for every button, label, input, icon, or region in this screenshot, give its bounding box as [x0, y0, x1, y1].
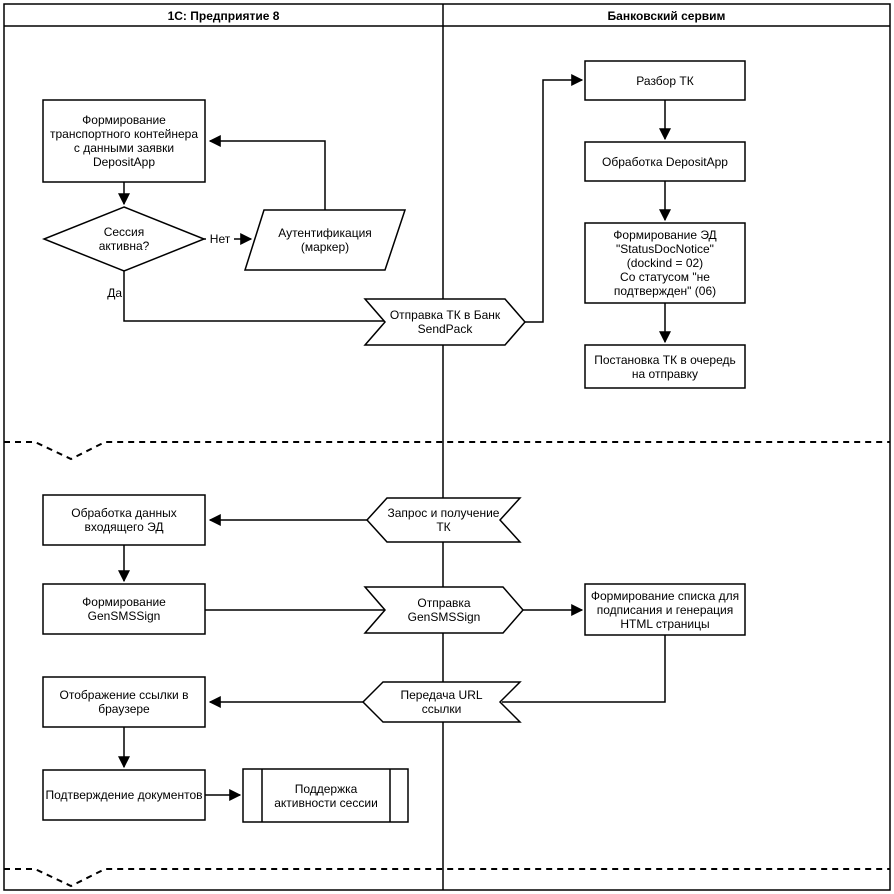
edge-decision-sendpack — [123, 271, 386, 322]
chevron-banner-peredacha-url — [361, 681, 522, 723]
process-box-obr-dannyh — [42, 494, 206, 546]
edge-spisok-peredacha — [502, 635, 666, 703]
page-break-line-top — [4, 441, 890, 461]
process-box-razbor-tk — [584, 60, 746, 101]
chevron-banner-otpravka-gensms — [363, 586, 524, 634]
decision-diamond-session — [41, 206, 207, 272]
parallelogram-auth — [243, 209, 407, 271]
chevron-banner-zapros-tk — [365, 497, 522, 543]
process-box-form-tk — [42, 99, 206, 183]
process-box-obrabotka-depositapp — [584, 141, 746, 182]
process-box-form-gensms — [42, 583, 206, 635]
process-box-form-ed — [584, 222, 746, 304]
edge-sendpack-razbor — [525, 74, 584, 323]
process-box-otobrazhenie — [42, 676, 206, 728]
process-box-podtverzhdenie — [42, 769, 206, 821]
process-box-form-spiska — [584, 583, 746, 636]
edge-label-no: Нет — [206, 232, 234, 246]
edge-label-yes: Да — [107, 286, 122, 300]
swimlane-frame — [3, 3, 891, 891]
process-box-postanovka — [584, 344, 746, 389]
connectors — [118, 74, 671, 801]
predefined-process-box-podderzhka — [242, 768, 409, 823]
edge-auth-formtk — [208, 135, 326, 210]
chevron-banner-sendpack — [363, 298, 526, 346]
page-break-line-bottom — [4, 868, 890, 888]
